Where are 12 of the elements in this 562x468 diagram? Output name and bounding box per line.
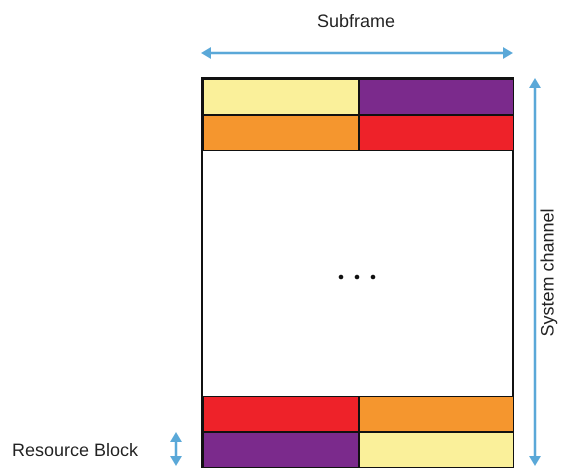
resource-block (203, 115, 359, 151)
subframe-grid (201, 77, 514, 468)
resource-block (359, 396, 514, 432)
resource-block (359, 432, 514, 468)
dimension-label: System channel (538, 208, 559, 336)
resource-block (359, 79, 514, 115)
resource-block (203, 432, 359, 468)
resource-block (203, 79, 359, 115)
dimension-label: Resource Block (12, 440, 138, 461)
resource-block (203, 396, 359, 432)
resource-block (359, 115, 514, 151)
dimension-label: Subframe (317, 11, 396, 32)
